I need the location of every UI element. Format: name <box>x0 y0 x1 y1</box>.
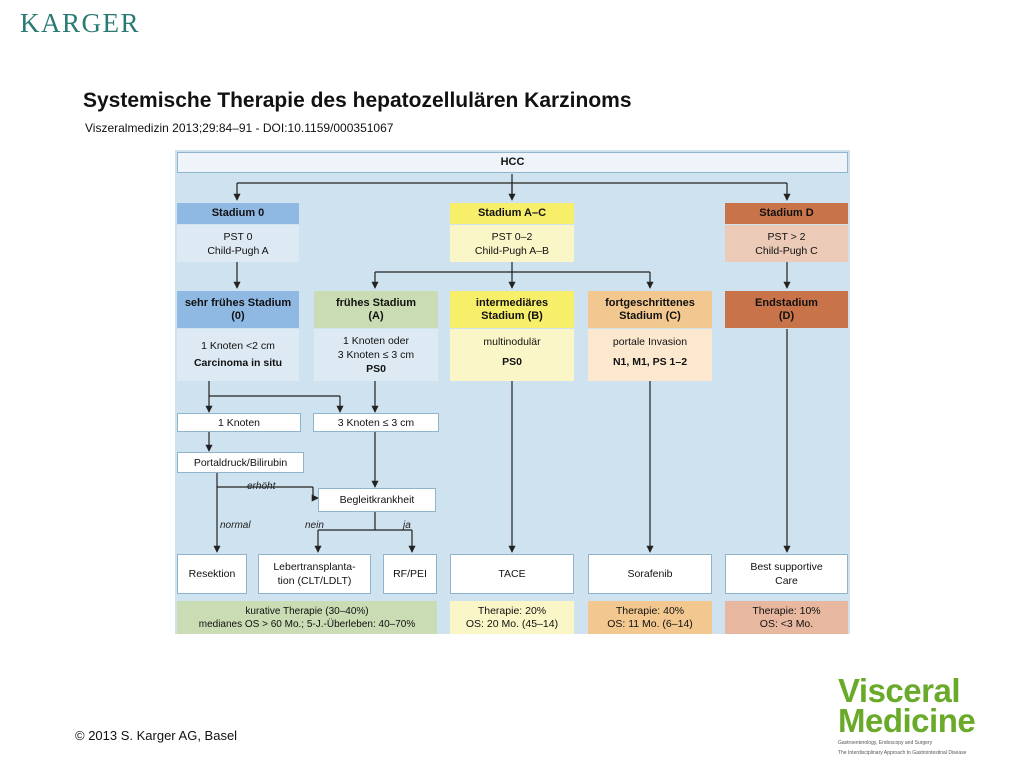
outcome-sorafenib: Therapie: 40% OS: 11 Mo. (6–14) <box>588 601 712 634</box>
endstadium-group: Endstadium (D) <box>725 291 848 328</box>
outcome-tace: Therapie: 20% OS: 20 Mo. (45–14) <box>450 601 574 634</box>
bsc-line2: Care <box>775 575 798 587</box>
stadium-ac-label: Stadium A–C <box>450 203 574 224</box>
hcc-box: HCC <box>177 152 848 173</box>
sehr-fruehes-line2: Carcinoma in situ <box>193 357 283 369</box>
fruehes-label1: frühes Stadium <box>335 296 417 309</box>
fortgeschrittenes-label1: fortgeschrittenes <box>605 296 695 309</box>
bsc-line1: Best supportive <box>750 561 823 573</box>
stadium-d-label: Stadium D <box>725 203 848 224</box>
journal-logo-tagline2: The Interdisciplinary Approach to Gastro… <box>838 750 967 756</box>
fruehes-label2: (A) <box>368 309 384 322</box>
page-title: Systemische Therapie des hepatozelluläre… <box>83 89 632 112</box>
outcome-tace-line1: Therapie: 20% <box>477 604 547 617</box>
sehr-fruehes-label1: sehr frühes Stadium <box>184 296 292 309</box>
resektion-box: Resektion <box>177 554 247 594</box>
ja-label: ja <box>403 520 411 531</box>
endstadium-label1: Endstadium <box>755 296 818 309</box>
fruehes-line3: PS0 <box>366 363 386 375</box>
stadium-0-line2: Child-Pugh A <box>207 244 269 257</box>
journal-logo-tagline1: Gastroenterology, Endoscopy and Surgery <box>838 740 933 746</box>
erhoeht-label: erhöht <box>247 481 276 492</box>
fruehes-line2: 3 Knoten ≤ 3 cm <box>337 349 415 361</box>
fortgeschrittenes-line1: portale Invasion <box>612 336 688 348</box>
outcome-kurativ-line2: medianes OS > 60 Mo.; 5-J.-Überleben: 40… <box>198 618 416 630</box>
portaldruck-box: Portaldruck/Bilirubin <box>177 452 304 473</box>
stadium-d-line1: PST > 2 <box>767 230 806 243</box>
journal-logo-word1: Visceral <box>838 672 961 709</box>
outcome-sorafenib-line2: OS: 11 Mo. (6–14) <box>607 617 693 630</box>
nein-label: nein <box>305 520 324 531</box>
publisher-logo: KARGER <box>20 8 141 38</box>
tace-box: TACE <box>450 554 574 594</box>
outcome-bsc: Therapie: 10% OS: <3 Mo. <box>725 601 848 634</box>
best-supportive-care-box: Best supportive Care <box>725 554 848 594</box>
hcc-flowchart: HCC Stadium 0 PST 0 Child-Pugh A Stadium… <box>175 150 850 634</box>
lebertransplantation-line2: tion (CLT/LDLT) <box>277 575 352 587</box>
journal-logo-word2: Medicine <box>838 702 976 739</box>
lebertransplantation-line1: Lebertransplanta- <box>273 561 356 573</box>
intermediaeres-label1: intermediäres <box>475 296 549 309</box>
stadium-ac-group: Stadium A–C PST 0–2 Child-Pugh A–B <box>450 203 574 262</box>
fortgeschrittenes-label2: Stadium (C) <box>619 309 681 322</box>
fruehes-stadium-group: frühes Stadium (A) 1 Knoten oder 3 Knote… <box>314 291 438 381</box>
visceral-medicine-logo: Visceral Medicine Gastroenterology, Endo… <box>838 672 1010 756</box>
outcome-tace-line2: OS: 20 Mo. (45–14) <box>465 617 559 630</box>
sehr-fruehes-stadium-group: sehr frühes Stadium (0) 1 Knoten <2 cm C… <box>177 291 299 381</box>
fortgeschrittenes-line2: N1, M1, PS 1–2 <box>612 356 688 368</box>
begleitkrankheit-box: Begleitkrankheit <box>318 488 436 512</box>
intermediaeres-stadium-group: intermediäres Stadium (B) multinodulär P… <box>450 291 574 381</box>
stadium-0-line1: PST 0 <box>223 230 253 243</box>
stadium-d-line2: Child-Pugh C <box>755 244 818 257</box>
stadium-ac-line1: PST 0–2 <box>491 230 533 243</box>
ein-knoten-box: 1 Knoten <box>177 413 301 432</box>
stadium-d-group: Stadium D PST > 2 Child-Pugh C <box>725 203 848 262</box>
citation: Viszeralmedizin 2013;29:84–91 - DOI:10.1… <box>85 121 394 135</box>
fruehes-line1: 1 Knoten oder <box>343 335 409 347</box>
stadium-ac-line2: Child-Pugh A–B <box>474 244 550 257</box>
outcome-bsc-line2: OS: <3 Mo. <box>759 617 814 630</box>
stadium-0-label: Stadium 0 <box>177 203 299 224</box>
rf-pei-box: RF/PEI <box>383 554 437 594</box>
sehr-fruehes-label2: (0) <box>231 309 245 322</box>
outcome-kurativ-line1: kurative Therapie (30–40%) <box>245 605 369 617</box>
endstadium-label2: (D) <box>778 309 795 322</box>
fortgeschrittenes-stadium-group: fortgeschrittenes Stadium (C) portale In… <box>588 291 712 381</box>
intermediaeres-line2: PS0 <box>502 356 522 368</box>
outcome-kurativ: kurative Therapie (30–40%) medianes OS >… <box>177 601 437 634</box>
copyright-notice: © 2013 S. Karger AG, Basel <box>75 728 238 743</box>
stadium-0-group: Stadium 0 PST 0 Child-Pugh A <box>177 203 299 262</box>
sehr-fruehes-line1: 1 Knoten <2 cm <box>201 340 275 352</box>
connector-lines <box>205 174 791 553</box>
intermediaeres-label2: Stadium (B) <box>481 309 543 322</box>
lebertransplantation-box: Lebertransplanta- tion (CLT/LDLT) <box>258 554 371 594</box>
normal-label: normal <box>220 520 251 531</box>
outcome-sorafenib-line1: Therapie: 40% <box>615 604 685 617</box>
intermediaeres-line1: multinodulär <box>483 336 541 348</box>
outcome-bsc-line1: Therapie: 10% <box>752 604 821 617</box>
sorafenib-box: Sorafenib <box>588 554 712 594</box>
drei-knoten-box: 3 Knoten ≤ 3 cm <box>313 413 439 432</box>
